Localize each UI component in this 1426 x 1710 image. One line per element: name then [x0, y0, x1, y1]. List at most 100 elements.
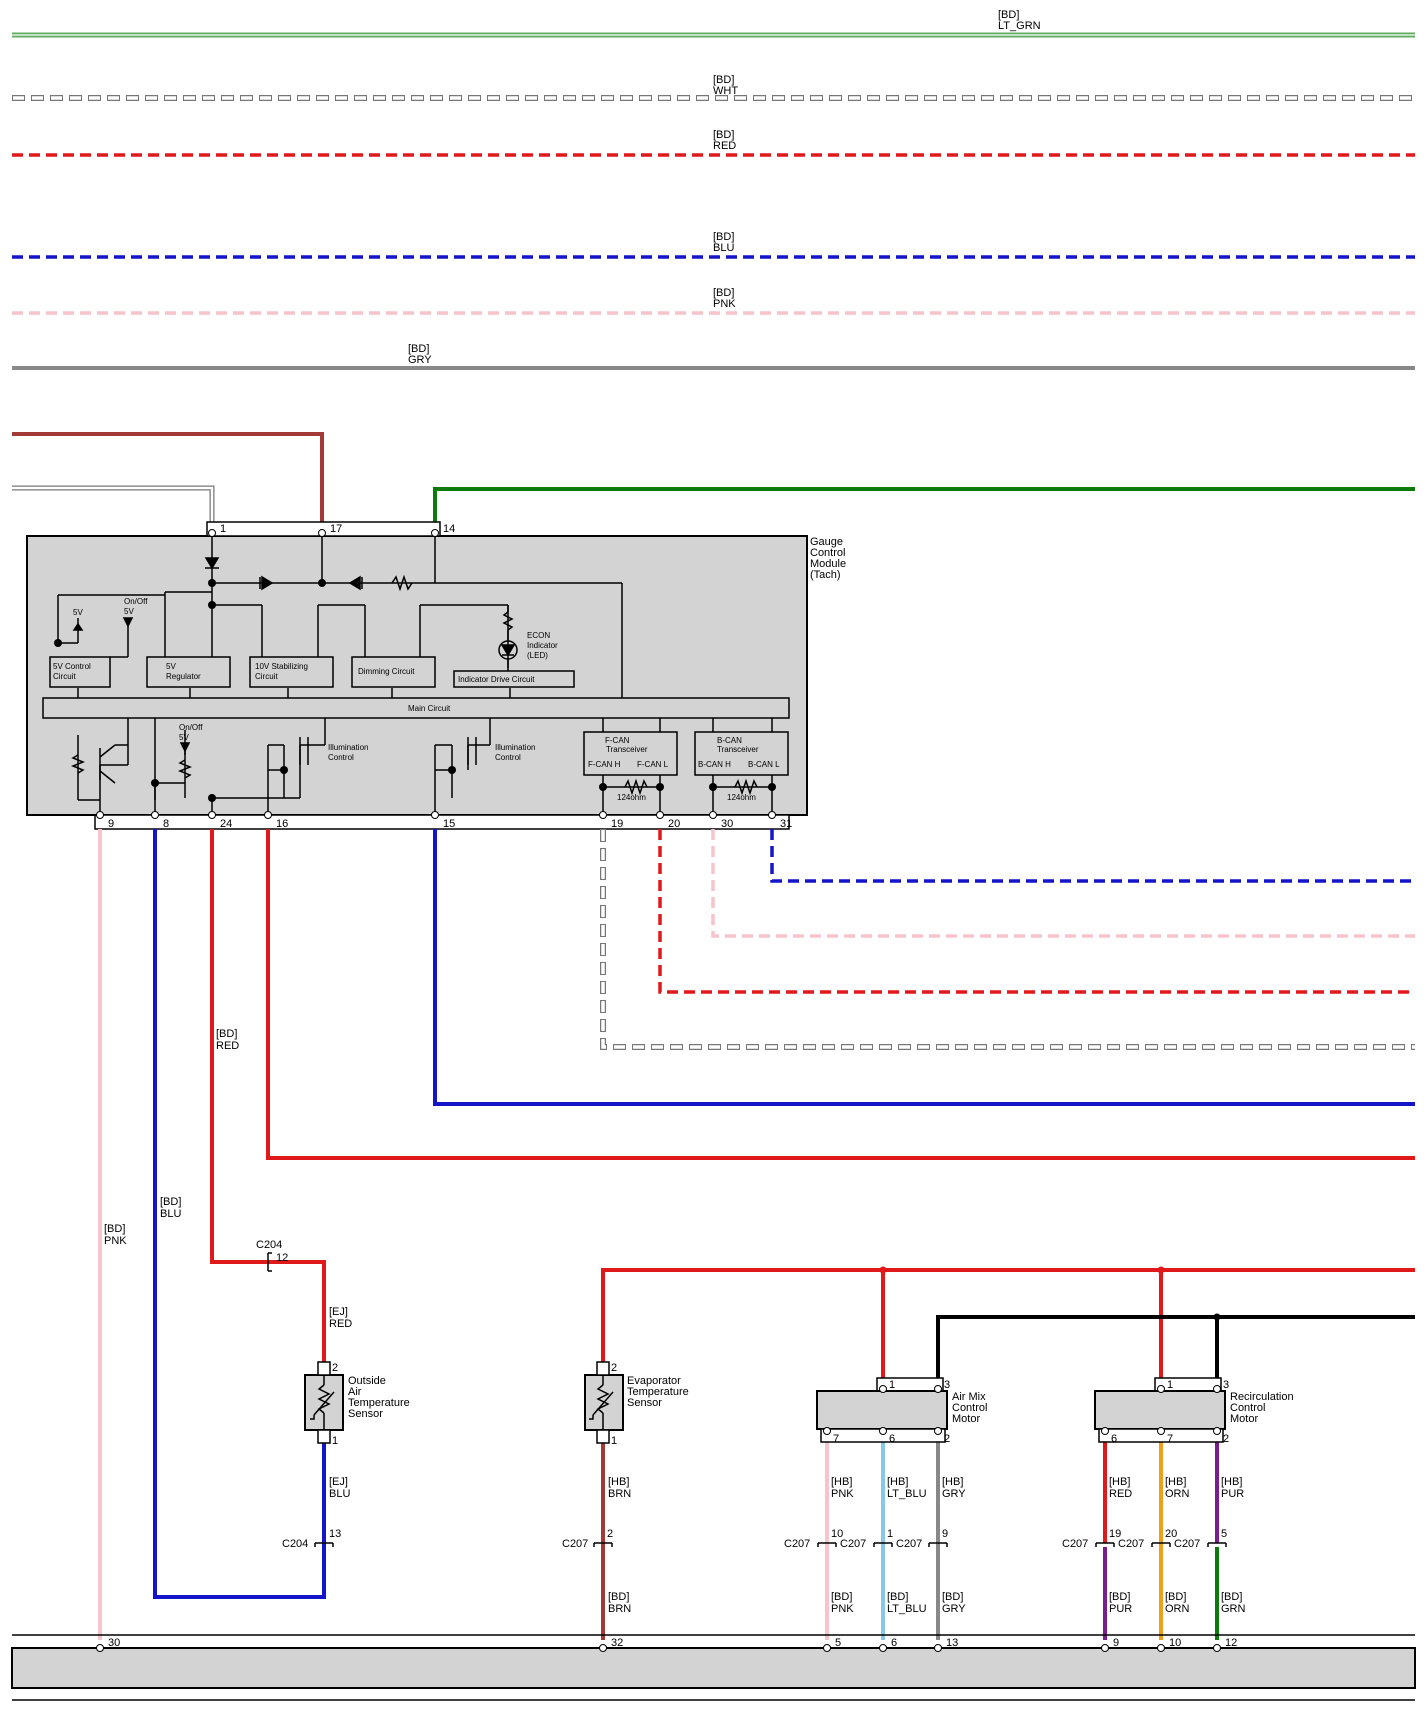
module-input-wires	[12, 432, 1415, 528]
wire-pnk-30	[711, 829, 1415, 938]
wire-green-14	[433, 487, 1415, 528]
svg-text:30: 30	[108, 1637, 120, 1649]
wire-ej-red	[268, 1260, 326, 1367]
svg-text:Control: Control	[952, 1402, 987, 1414]
svg-text:Temperature: Temperature	[627, 1386, 689, 1398]
wire-brown-17	[12, 432, 324, 528]
recirc-c207-connectors	[1095, 1542, 1227, 1547]
bus-label-blu-2: BLU	[713, 242, 734, 254]
svg-text:[BD]: [BD]	[1109, 1591, 1130, 1603]
air-mix-c207-labels: C207 10 C207 1 C207 9	[784, 1528, 948, 1550]
bus-label-ltgrn-2: LT_GRN	[998, 20, 1041, 32]
air-mix-label: Air Mix Control Motor	[952, 1391, 987, 1425]
bottom-pin-16: 16	[276, 818, 288, 830]
svg-text:C204: C204	[256, 1239, 282, 1251]
wire-blu-15	[433, 829, 1415, 1106]
svg-text:C207: C207	[562, 1538, 588, 1550]
svg-text:Sensor: Sensor	[348, 1408, 383, 1420]
svg-text:[HB]: [HB]	[1165, 1476, 1186, 1488]
svg-text:12: 12	[276, 1252, 288, 1264]
svg-text:Circuit: Circuit	[53, 672, 76, 681]
svg-text:Motor: Motor	[952, 1413, 980, 1425]
wire-wht-19	[600, 829, 1415, 1050]
block-5v-regulator	[146, 656, 231, 688]
svg-text:6: 6	[891, 1637, 897, 1649]
top-bus-labels: [BD] LT_GRN [BD] WHT [BD] RED [BD] BLU […	[408, 9, 1041, 366]
svg-text:PNK: PNK	[831, 1603, 854, 1615]
svg-text:13: 13	[329, 1528, 341, 1540]
air-mix-wire-labels: [HB] PNK [HB] LT_BLU [HB] GRY [BD] PNK […	[831, 1476, 966, 1615]
bus-label-ltgrn-1: [BD]	[998, 9, 1019, 21]
block-main-circuit	[42, 697, 790, 719]
svg-text:10: 10	[1169, 1637, 1181, 1649]
block-bcan-transceiver	[694, 731, 789, 776]
svg-text:Outside: Outside	[348, 1375, 386, 1387]
svg-text:Gauge: Gauge	[810, 536, 843, 548]
bottom-module-edge	[11, 1647, 1416, 1689]
svg-text:GRY: GRY	[942, 1488, 966, 1500]
svg-text:LT_BLU: LT_BLU	[887, 1488, 927, 1500]
svg-text:Control: Control	[495, 753, 521, 762]
svg-text:(Tach): (Tach)	[810, 569, 841, 581]
svg-text:[BD]: [BD]	[160, 1196, 181, 1208]
svg-text:[HB]: [HB]	[887, 1476, 908, 1488]
module-bottom-pins: 9 8 24 16 15 19 20 30 31	[96, 811, 792, 830]
svg-text:124ohm: 124ohm	[727, 793, 756, 802]
svg-text:F-CAN: F-CAN	[605, 736, 630, 745]
svg-text:B-CAN: B-CAN	[717, 736, 742, 745]
svg-text:Air Mix: Air Mix	[952, 1391, 986, 1403]
svg-text:7: 7	[1167, 1433, 1173, 1445]
svg-text:C207: C207	[1062, 1538, 1088, 1550]
svg-text:GRY: GRY	[942, 1603, 966, 1615]
svg-text:BRN: BRN	[608, 1488, 631, 1500]
svg-text:9: 9	[942, 1528, 948, 1540]
svg-text:Temperature: Temperature	[348, 1397, 410, 1409]
bottom-pin-20: 20	[668, 818, 680, 830]
wire-black-ground	[936, 1315, 1415, 1385]
wire-wht-1	[12, 485, 215, 528]
svg-text:Motor: Motor	[1230, 1413, 1258, 1425]
svg-text:ECON: ECON	[527, 631, 550, 640]
svg-text:On/Off: On/Off	[179, 723, 203, 732]
svg-text:3: 3	[944, 1379, 950, 1391]
svg-text:12: 12	[1225, 1637, 1237, 1649]
recirc-label: Recirculation Control Motor	[1230, 1391, 1294, 1425]
svg-text:C207: C207	[1174, 1538, 1200, 1550]
bus-label-gry-2: GRY	[408, 354, 432, 366]
module-output-wire-labels: [BD] RED [BD] BLU [BD] PNK	[104, 1028, 239, 1247]
svg-text:BRN: BRN	[608, 1603, 631, 1615]
svg-text:[HB]: [HB]	[1109, 1476, 1130, 1488]
svg-text:[HB]: [HB]	[942, 1476, 963, 1488]
svg-text:Transceiver: Transceiver	[606, 745, 648, 754]
module-junctions	[54, 579, 776, 802]
svg-text:PUR: PUR	[1221, 1488, 1244, 1500]
bottom-bus-pins	[96, 1644, 1221, 1652]
svg-text:3: 3	[1223, 1379, 1229, 1391]
svg-text:Circuit: Circuit	[255, 672, 278, 681]
bus-label-wht-1: [BD]	[713, 74, 734, 86]
module-output-wires	[98, 829, 1415, 1640]
bus-label-gry-1: [BD]	[408, 343, 429, 355]
svg-text:1: 1	[889, 1379, 895, 1391]
svg-text:Control: Control	[810, 547, 845, 559]
svg-text:B-CAN H: B-CAN H	[698, 760, 731, 769]
svg-text:5V: 5V	[166, 662, 176, 671]
svg-text:[BD]: [BD]	[831, 1591, 852, 1603]
svg-text:124ohm: 124ohm	[617, 793, 646, 802]
connector-c204-bottom: C204 13	[282, 1528, 341, 1550]
block-dimming	[351, 656, 436, 688]
svg-text:Control: Control	[1230, 1402, 1265, 1414]
block-10v-stabilizing	[249, 656, 334, 688]
bus-label-pnk-2: PNK	[713, 298, 736, 310]
bottom-pin-9: 9	[108, 818, 114, 830]
svg-text:1: 1	[887, 1528, 893, 1540]
connector-c204-top: C204 12	[256, 1239, 288, 1272]
module-title: Gauge Control Module (Tach)	[810, 536, 846, 581]
gauge-control-module: 1 17 14 Gauge Control Module (Tach)	[26, 521, 846, 830]
svg-text:2: 2	[1223, 1433, 1229, 1445]
svg-text:1: 1	[1167, 1379, 1173, 1391]
svg-text:[BD]: [BD]	[608, 1591, 629, 1603]
bottom-pin-8: 8	[163, 818, 169, 830]
svg-text:[BD]: [BD]	[942, 1591, 963, 1603]
